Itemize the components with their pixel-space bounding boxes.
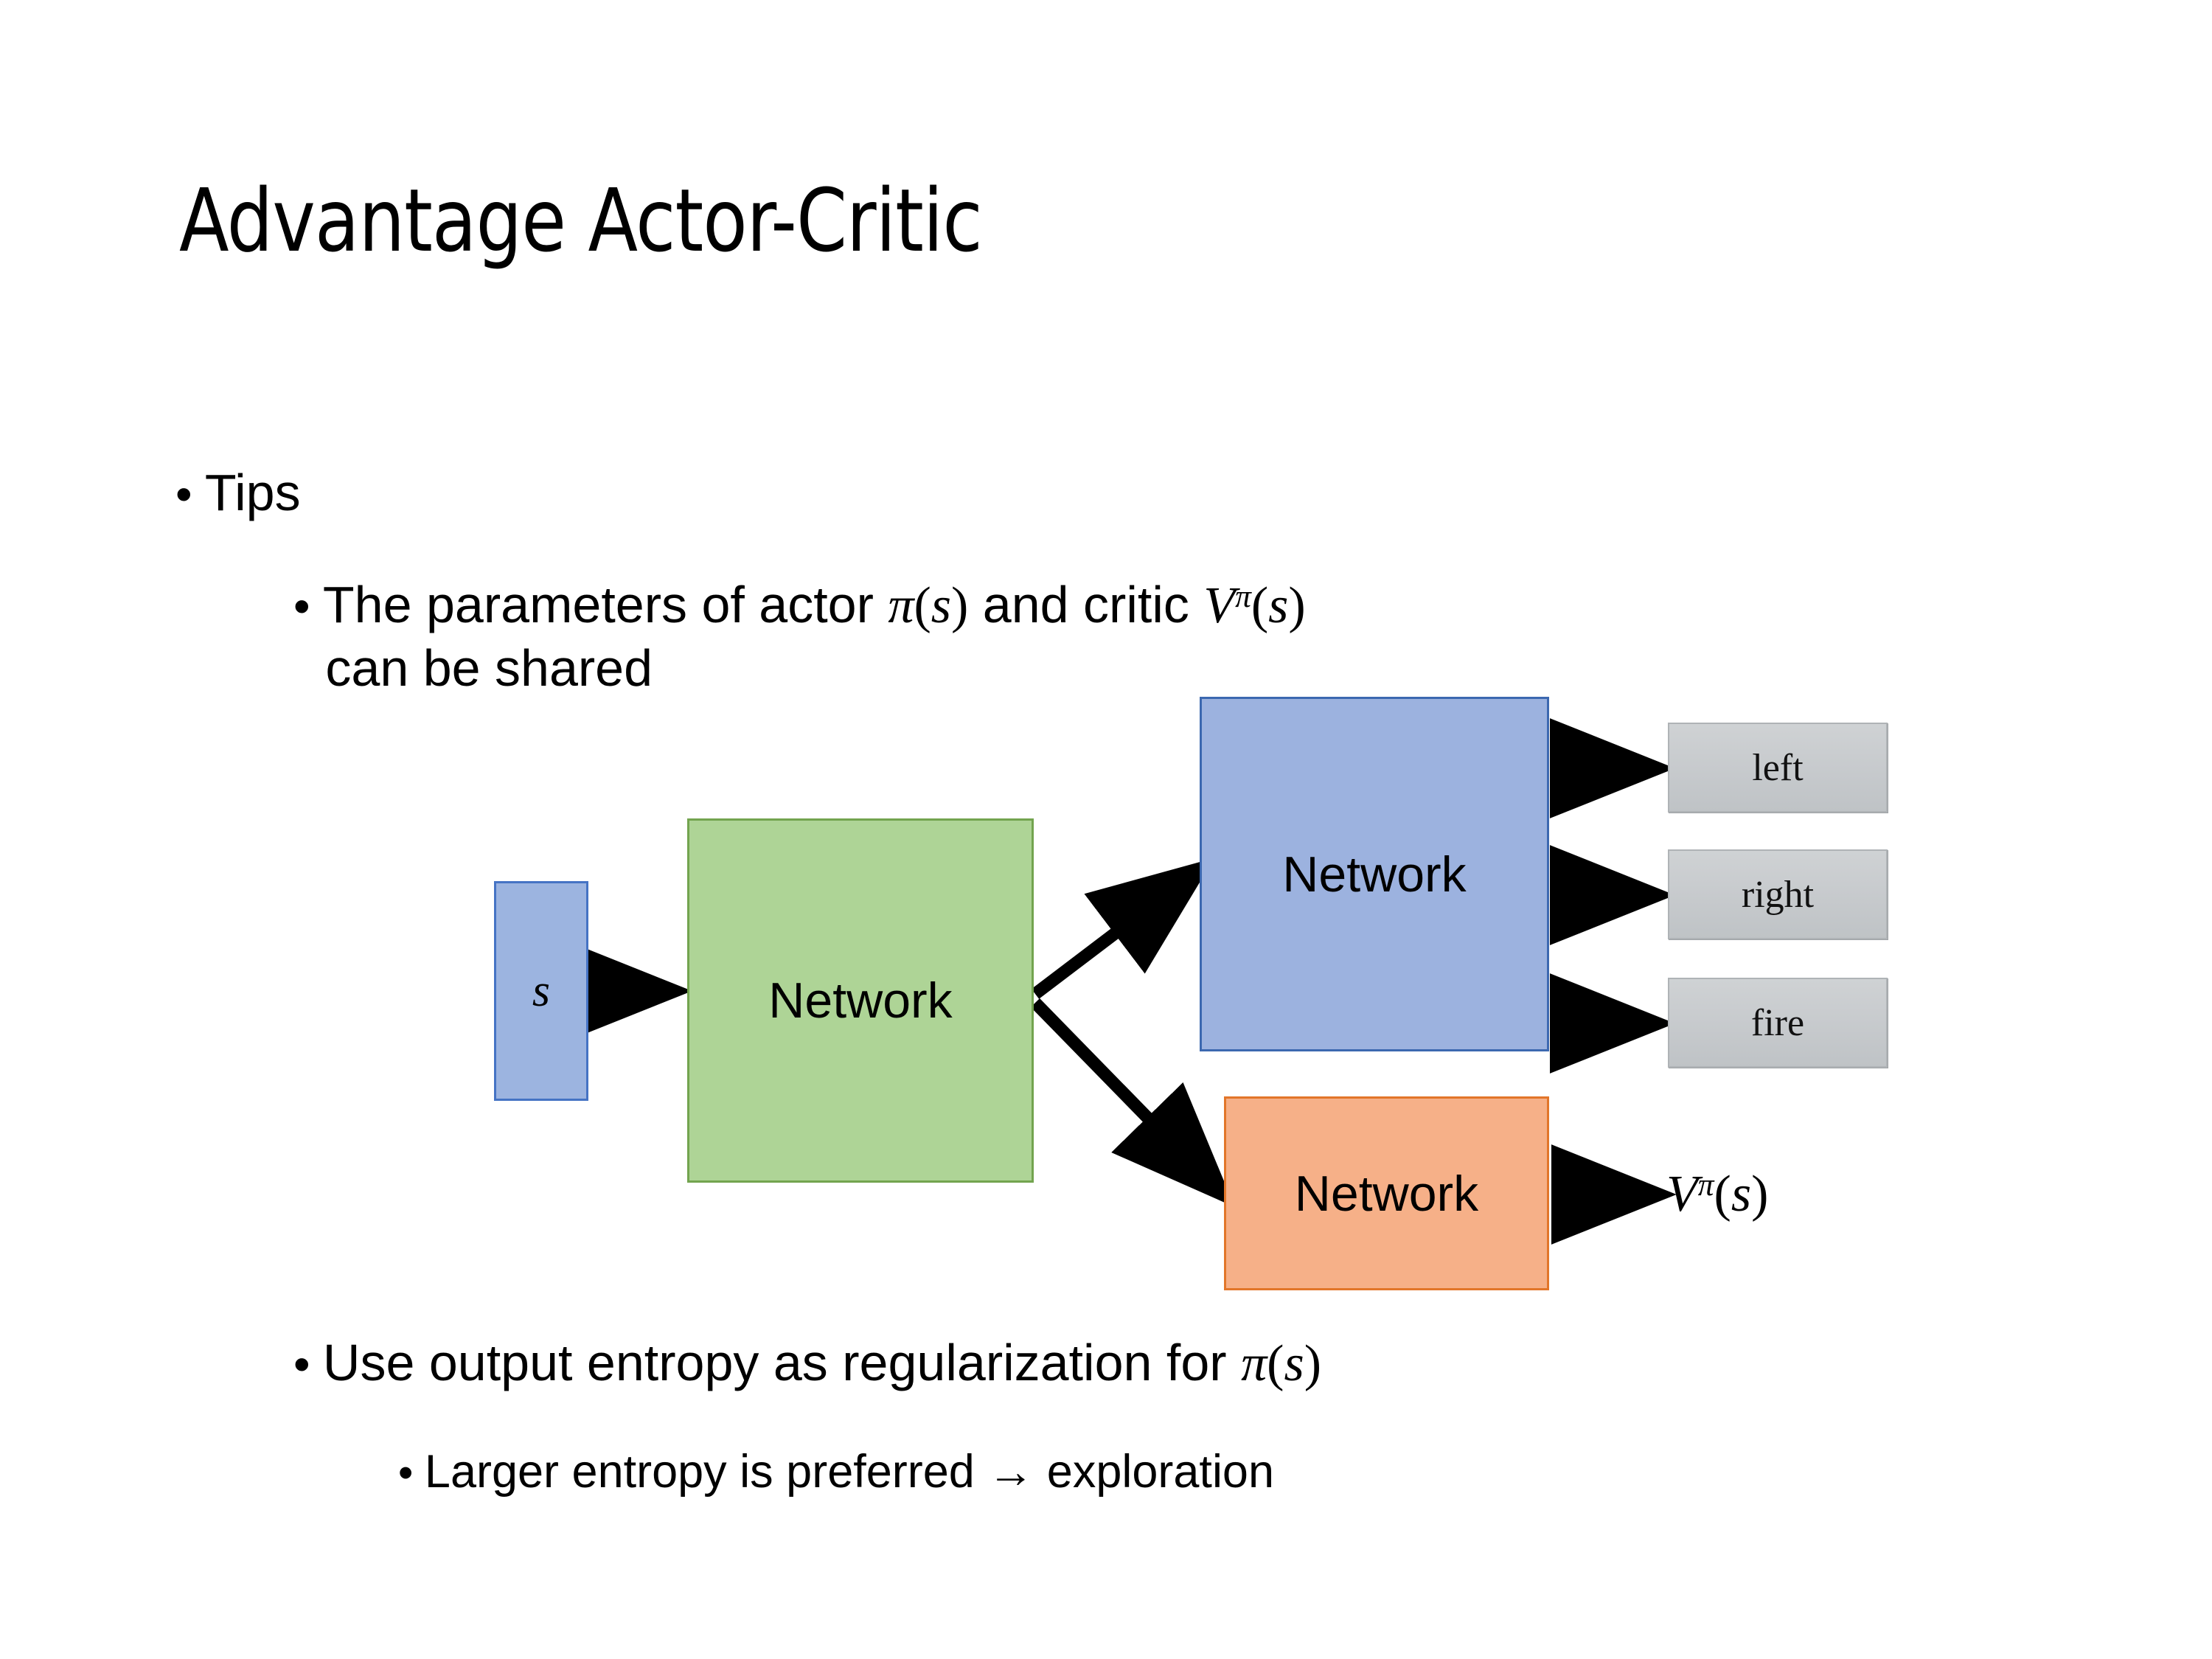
bullet-parameters-shared: •The parameters of actor π(s) and critic…: [293, 574, 1306, 700]
bullet-params-prefix: The parameters of actor: [322, 576, 888, 633]
bullet-params-middle: and critic: [968, 576, 1204, 633]
math-pi-actor: π(s): [888, 577, 969, 634]
math-v-pi-output: Vπ(s): [1666, 1166, 1769, 1222]
shared-network-label: Network: [768, 973, 953, 1029]
bullet-tips-label: Tips: [204, 464, 301, 521]
input-state-box[interactable]: s: [494, 881, 588, 1101]
action-output-right[interactable]: right: [1668, 849, 1888, 939]
bullet-marker: •: [293, 1338, 310, 1391]
bullet-marker: •: [398, 1450, 414, 1497]
actor-network-label: Network: [1282, 846, 1467, 902]
action-output-left[interactable]: left: [1668, 723, 1888, 813]
action-output-fire[interactable]: fire: [1668, 978, 1888, 1068]
shared-network-box[interactable]: Network: [687, 818, 1034, 1183]
bullet-tips: •Tips: [175, 462, 301, 524]
action-output-right-label: right: [1741, 873, 1815, 916]
math-v-output-superscript: π: [1697, 1167, 1714, 1203]
arrow-shared-to-actor: [1031, 858, 1214, 999]
arrow-shared-to-critic: [1030, 998, 1235, 1208]
action-output-fire-label: fire: [1750, 1001, 1805, 1044]
math-pi-entropy-arg: (s): [1267, 1335, 1322, 1392]
actor-network-box[interactable]: Network: [1200, 697, 1549, 1051]
bullet-larger-entropy: •Larger entropy is preferred → explorati…: [398, 1444, 1274, 1500]
math-v-superscript: π: [1235, 579, 1251, 615]
bullet-marker: •: [293, 580, 310, 633]
page-title: Advantage Actor-Critic: [179, 170, 983, 271]
bullet-entropy-prefix: Use output entropy as regularization for: [322, 1334, 1242, 1391]
action-output-left-label: left: [1752, 746, 1804, 789]
bullet-marker: •: [175, 467, 192, 521]
bullet-larger-label: Larger entropy is preferred → exploratio…: [424, 1446, 1275, 1498]
critic-value-output-label: Vπ(s): [1666, 1164, 1768, 1224]
math-pi-actor-arg: (s): [914, 577, 969, 634]
input-state-label: s: [532, 965, 551, 1016]
math-v-pi-critic: Vπ(s): [1203, 577, 1306, 634]
bullet-params-line2: can be shared: [325, 639, 653, 698]
math-pi-entropy: π(s): [1241, 1335, 1322, 1392]
critic-network-box[interactable]: Network: [1224, 1096, 1549, 1290]
math-v-arg: (s): [1251, 577, 1306, 634]
math-v-output-arg: (s): [1714, 1166, 1769, 1222]
critic-network-label: Network: [1294, 1165, 1479, 1222]
bullet-output-entropy: •Use output entropy as regularization fo…: [293, 1332, 1321, 1395]
